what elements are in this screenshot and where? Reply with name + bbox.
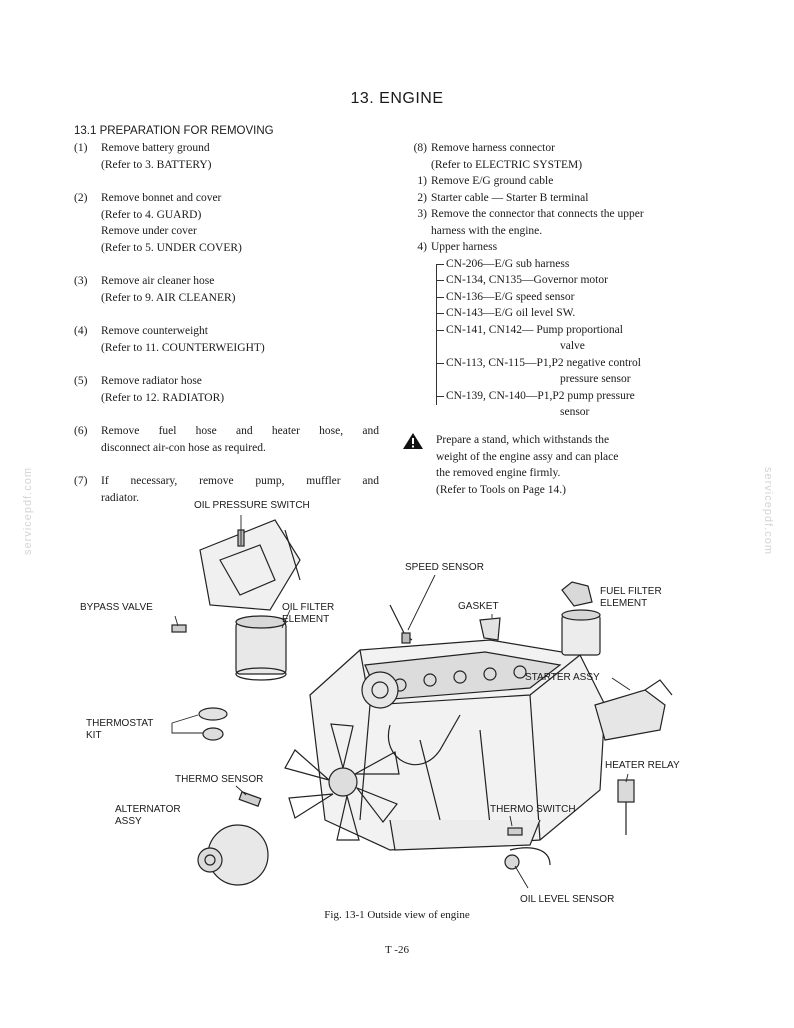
engine-figure: OIL PRESSURE SWITCH SPEED SENSOR FUEL FI… <box>60 490 740 910</box>
step-number: (5) <box>74 375 88 387</box>
substep-item: 1) Remove E/G ground cable <box>398 173 718 190</box>
substep-item: 4) Upper harness <box>398 239 718 256</box>
substep-item: 3) Remove the connector that connects the… <box>398 206 718 239</box>
step-item: (4) Remove counterweight (Refer to 11. COU… <box>74 323 379 356</box>
label-thermo-switch: THERMO SWITCH <box>490 804 576 815</box>
step-item: (6) Remove fuel hose and heater hose, and… <box>74 423 379 456</box>
step-line: Remove radiator hose <box>101 375 202 387</box>
substep-number: 4) <box>417 241 427 253</box>
warning-line: Prepare a stand, which withstands the <box>436 434 610 446</box>
step-line: Remove battery ground <box>101 142 210 154</box>
label-speed-sensor: SPEED SENSOR <box>405 562 484 573</box>
step-line: If necessary, remove pump, muffler and <box>101 475 379 487</box>
left-steps-column: (1) Remove battery ground (Refer to 3. BAT… <box>74 140 379 523</box>
harness-connector-continuation: sensor <box>560 406 590 418</box>
label-fuel-filter: FUEL FILTER ELEMENT <box>600 586 662 609</box>
section-heading: 13.1 PREPARATION FOR REMOVING <box>74 125 274 137</box>
harness-connector: CN-141, CN142— Pump proportional <box>436 322 718 339</box>
step-line: Remove air cleaner hose <box>101 275 215 287</box>
warning-icon <box>402 432 436 498</box>
substep-number: 3) <box>417 208 427 220</box>
warning-line: the removed engine firmly. <box>436 467 561 479</box>
harness-connector: CN-134, CN135—Governor motor <box>436 272 718 289</box>
step-number: (2) <box>74 192 88 204</box>
warning-line: weight of the engine assy and can place <box>436 450 619 463</box>
harness-connector-continuation: valve <box>560 340 585 352</box>
step-line: radiator. <box>101 491 139 504</box>
step-8: (8) Remove harness connector (Refer to E… <box>398 140 718 173</box>
substep-number: 1) <box>417 175 427 187</box>
label-thermo-sensor: THERMO SENSOR <box>175 774 264 785</box>
step-line: Remove under cover <box>101 225 197 237</box>
step-line: Remove harness connector <box>431 142 555 154</box>
step-line: Remove fuel hose and heater hose, and <box>101 425 379 437</box>
page-title: 13. ENGINE <box>350 90 444 107</box>
harness-connector: CN-136—E/G speed sensor <box>436 289 718 306</box>
substep-line: Upper harness <box>431 241 498 253</box>
harness-connector: CN-113, CN-115—P1,P2 negative control <box>436 355 718 372</box>
step-item: (3) Remove air cleaner hose (Refer to 9. A… <box>74 273 379 306</box>
label-thermostat-kit: THERMOSTAT KIT <box>86 718 154 741</box>
step-number: (7) <box>74 475 88 487</box>
substep-number: 2) <box>417 191 427 204</box>
watermark-right: servicepdf.com <box>762 467 774 555</box>
substep-line: Remove the connector that connects the u… <box>431 208 644 220</box>
step-line: Remove bonnet and cover <box>101 192 222 204</box>
label-bypass-valve: BYPASS VALVE <box>80 602 153 613</box>
substep-line: Remove E/G ground cable <box>431 175 554 187</box>
page-number: T -26 <box>385 944 409 956</box>
step-number: (1) <box>74 142 88 154</box>
tree-trunk-line <box>436 263 437 405</box>
step-item: (2) Remove bonnet and cover (Refer to 4. G… <box>74 190 379 256</box>
step-line: (Refer to 3. BATTERY) <box>101 158 212 171</box>
engine-illustration <box>171 515 673 889</box>
step-number: (4) <box>74 325 88 337</box>
step-item: (5) Remove radiator hose (Refer to 12. RAD… <box>74 373 379 406</box>
step-line: Remove counterweight <box>101 325 208 337</box>
figure-caption: Fig. 13-1 Outside view of engine <box>324 909 470 921</box>
substep-item: 2) Starter cable — Starter B terminal <box>398 190 718 207</box>
step-number: (3) <box>74 275 88 287</box>
label-gasket: GASKET <box>458 601 499 612</box>
step-line: (Refer to 12. RADIATOR) <box>101 391 225 404</box>
harness-connector-continuation: pressure sensor <box>560 373 631 385</box>
step-line: (Refer to ELECTRIC SYSTEM) <box>431 158 583 171</box>
warning-note: Prepare a stand, which withstands the we… <box>402 432 722 498</box>
label-alternator-assy: ALTERNATOR ASSY <box>115 804 181 827</box>
right-steps-column: (8) Remove harness connector (Refer to E… <box>398 140 718 421</box>
substeps-list: 1) Remove E/G ground cable 2) Starter cable… <box>398 173 718 256</box>
warning-line: (Refer to Tools on Page 14.) <box>436 483 566 496</box>
step-item: (1) Remove battery ground (Refer to 3. BAT… <box>74 140 379 173</box>
step-item: (7) If necessary, remove pump, muffler an… <box>74 473 379 506</box>
step-line: (Refer to 5. UNDER COVER) <box>101 241 242 254</box>
step-number: (8) <box>413 142 427 154</box>
harness-connector: CN-139, CN-140—P1,P2 pump pressure <box>436 388 718 405</box>
step-line: disconnect air-con hose as required. <box>101 441 266 454</box>
label-heater-relay: HEATER RELAY <box>605 760 680 771</box>
step-line: (Refer to 4. GUARD) <box>101 208 202 221</box>
label-oil-filter-element: OIL FILTER ELEMENT <box>282 602 335 625</box>
step-number: (6) <box>74 425 88 437</box>
step-line: (Refer to 9. AIR CLEANER) <box>101 291 236 304</box>
harness-connector: CN-206—E/G sub harness <box>436 256 718 273</box>
substep-line: harness with the engine. <box>431 224 543 237</box>
watermark-left: servicepdf.com <box>22 467 34 555</box>
label-oil-level-sensor: OIL LEVEL SENSOR <box>520 894 615 905</box>
substep-line: Starter cable — Starter B terminal <box>431 191 589 204</box>
label-starter-assy: STARTER ASSY <box>525 672 600 683</box>
step-line: (Refer to 11. COUNTERWEIGHT) <box>101 341 265 354</box>
label-oil-pressure-switch: OIL PRESSURE SWITCH <box>194 500 310 511</box>
harness-connector: CN-143—E/G oil level SW. <box>436 305 718 322</box>
